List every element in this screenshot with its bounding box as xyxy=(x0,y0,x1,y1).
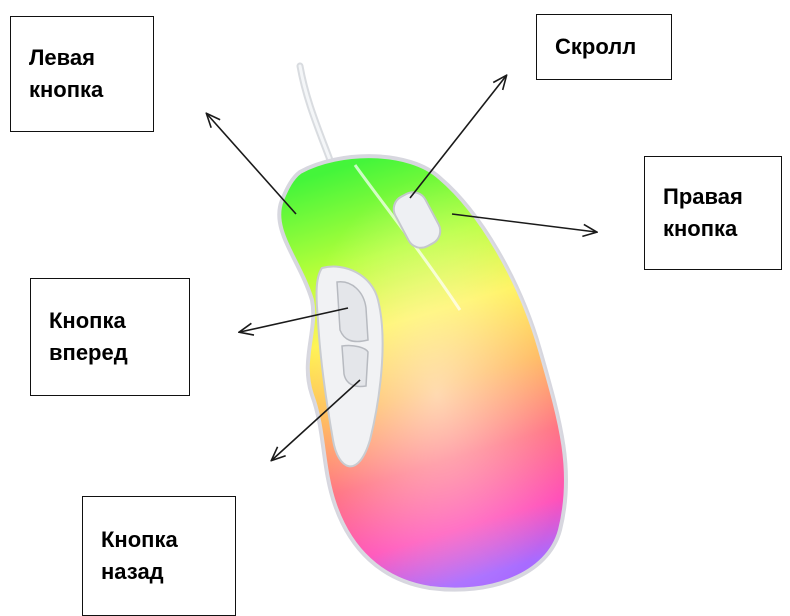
scroll-label-text: Скролл xyxy=(555,31,653,63)
forward-button-label-line2: вперед xyxy=(49,337,171,369)
forward-button-label-line1: Кнопка xyxy=(49,305,171,337)
back-button-label-line1: Кнопка xyxy=(101,524,217,556)
arrow-icon xyxy=(410,76,506,198)
back-button-label: Кнопка назад xyxy=(82,496,236,616)
left-button-label: Левая кнопка xyxy=(10,16,154,132)
back-button-label-line2: назад xyxy=(101,556,217,588)
forward-button-label: Кнопка вперед xyxy=(30,278,190,396)
gaming-mouse-icon xyxy=(279,156,566,589)
right-button-label-line2: кнопка xyxy=(663,213,763,245)
right-button-label-line1: Правая xyxy=(663,181,763,213)
left-button-label-line2: кнопка xyxy=(29,74,135,106)
back-thumb-button xyxy=(342,345,368,386)
right-button-label: Правая кнопка xyxy=(644,156,782,270)
left-button-label-line1: Левая xyxy=(29,42,135,74)
scroll-label: Скролл xyxy=(536,14,672,80)
arrow-icon xyxy=(207,114,296,214)
